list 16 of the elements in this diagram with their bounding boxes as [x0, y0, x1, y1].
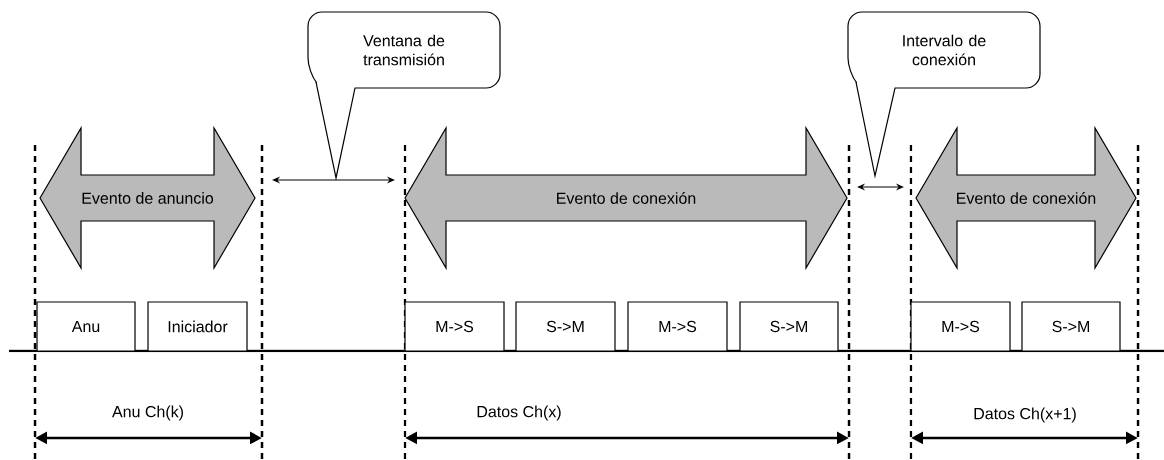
packet-box: Anu [36, 301, 136, 352]
dimension-label: Datos Ch(x) [477, 405, 561, 421]
packet-box: S->M [515, 301, 616, 352]
dimension-label: Datos Ch(x+1) [974, 407, 1076, 423]
dimension-label: Anu Ch(k) [112, 405, 183, 421]
speech-bubble: Intervalo de conexión [847, 11, 1041, 177]
event-band: Evento de conexión [915, 125, 1137, 271]
event-band: Evento de anuncio [39, 125, 256, 271]
packet-box: Iniciador [147, 301, 248, 352]
packet-box: M->S [910, 301, 1011, 352]
event-band: Evento de conexión [404, 125, 848, 271]
speech-bubble: Ventana de transmisión [307, 11, 501, 179]
packet-box: S->M [1021, 301, 1121, 352]
packet-box: M->S [627, 301, 728, 352]
packet-box: S->M [739, 301, 839, 352]
packet-box: M->S [404, 301, 505, 352]
